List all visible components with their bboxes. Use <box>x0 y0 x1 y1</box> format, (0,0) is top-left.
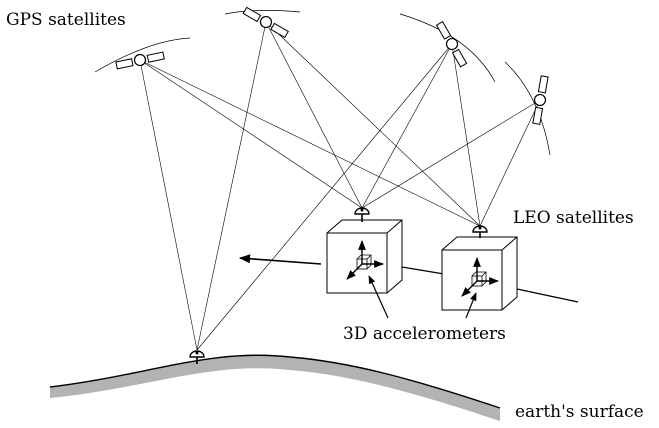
gps-satellite-icon <box>242 6 289 39</box>
accelerometer-cube-icon <box>441 236 518 311</box>
accel-pointer-arrow <box>465 292 477 319</box>
signal-line <box>139 59 481 227</box>
signal-line <box>361 43 453 209</box>
leo-satellite-icon <box>354 207 370 222</box>
accelerometers-label: 3D accelerometers <box>343 324 506 344</box>
gps-satellite-icon <box>532 75 549 125</box>
leo-satellite-1 <box>238 207 445 294</box>
leo-satellite-2 <box>441 225 579 311</box>
signal-line <box>361 99 541 209</box>
earth-surface-edge <box>49 354 501 409</box>
orbit-arc-far-right <box>504 61 551 156</box>
gps-satellites-label: GPS satellites <box>6 10 126 30</box>
tether-line <box>401 266 445 275</box>
leo-satellite-icon <box>472 225 488 238</box>
velocity-arrow <box>238 254 322 265</box>
orbit-arc-top <box>224 10 301 15</box>
signal-line <box>451 43 481 227</box>
leo-satellites-label: LEO satellites <box>513 208 634 228</box>
orbit-arc-right <box>399 13 496 83</box>
signal-line <box>479 99 541 227</box>
earth-surface-label: earth's surface <box>515 402 644 422</box>
signal-line <box>139 59 363 209</box>
gps-satellite-icon <box>435 21 468 68</box>
signal-line <box>265 21 481 227</box>
tether-line <box>516 288 579 303</box>
orbit-arcs <box>94 10 551 156</box>
ground-receiver-icon <box>189 350 205 364</box>
earth-surface <box>50 355 500 421</box>
signal-lines <box>139 21 541 351</box>
orbit-arc-left <box>94 37 191 73</box>
signal-line <box>196 21 267 351</box>
accelerometer-cube-icon <box>326 219 403 294</box>
signal-line <box>196 43 453 351</box>
signal-line <box>139 59 198 351</box>
accel-pointer-arrow <box>368 275 389 319</box>
gps-satellite-icon <box>115 51 165 70</box>
signal-line <box>265 21 363 209</box>
